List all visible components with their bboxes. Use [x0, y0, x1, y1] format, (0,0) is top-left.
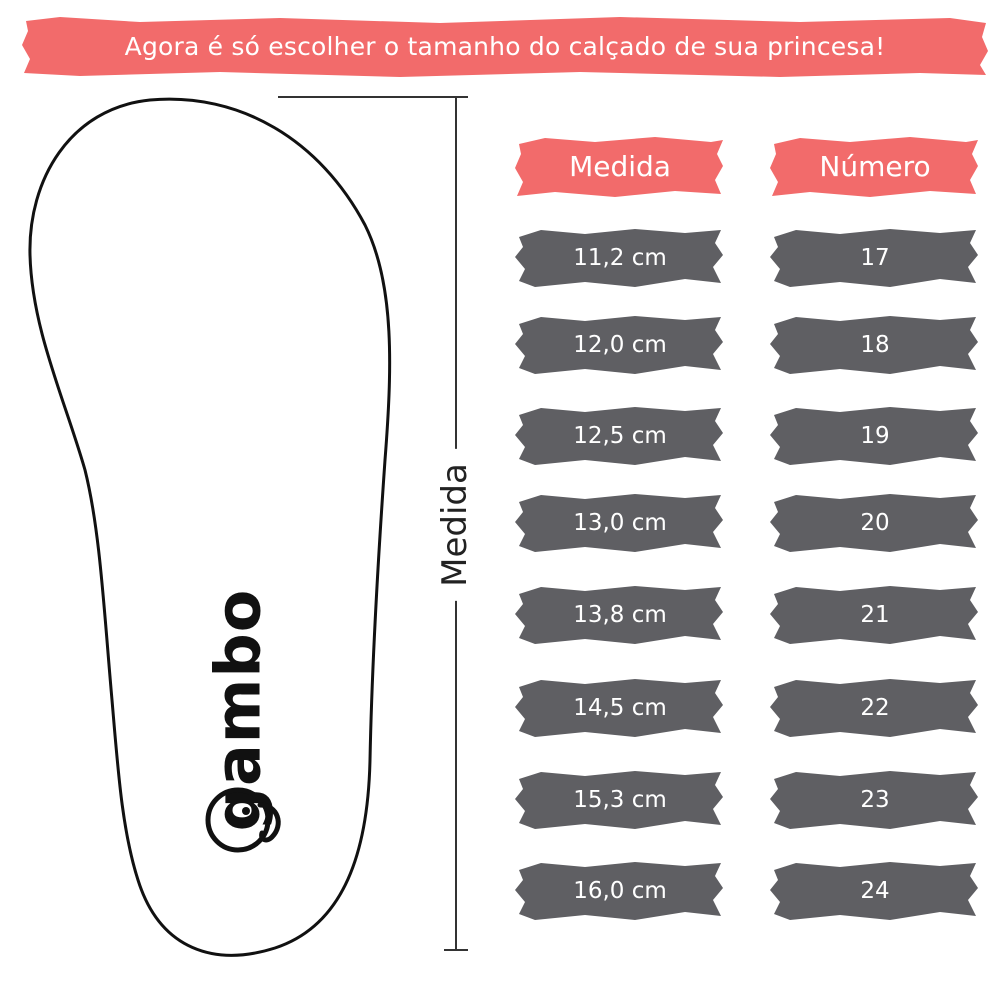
- size-cell-medida: 12,0 cm: [515, 314, 725, 376]
- size-cell-medida: 12,5 cm: [515, 405, 725, 467]
- size-cell-numero: 21: [770, 584, 980, 646]
- size-measure-text: 13,8 cm: [573, 602, 667, 628]
- size-cell-medida: 14,5 cm: [515, 677, 725, 739]
- size-cell-medida: 11,2 cm: [515, 227, 725, 289]
- size-number-text: 18: [860, 332, 890, 358]
- size-cell-medida: 13,0 cm: [515, 492, 725, 554]
- size-cell-numero: 22: [770, 677, 980, 739]
- size-number-text: 23: [860, 787, 890, 813]
- column-header-medida: Medida: [515, 136, 725, 198]
- column-header-numero: Número: [770, 136, 980, 198]
- size-cell-numero: 23: [770, 769, 980, 831]
- size-number-text: 24: [860, 878, 890, 904]
- size-measure-text: 12,0 cm: [573, 332, 667, 358]
- size-number-text: 19: [860, 423, 890, 449]
- size-measure-text: 11,2 cm: [573, 245, 667, 271]
- size-measure-text: 12,5 cm: [573, 423, 667, 449]
- size-cell-medida: 13,8 cm: [515, 584, 725, 646]
- size-cell-numero: 20: [770, 492, 980, 554]
- brush-stroke-background: [22, 17, 988, 77]
- size-number-text: 17: [860, 245, 890, 271]
- size-measure-text: 14,5 cm: [573, 695, 667, 721]
- title-banner: Agora é só escolher o tamanho do calçado…: [20, 15, 990, 79]
- size-number-text: 22: [860, 695, 890, 721]
- size-measure-text: 13,0 cm: [573, 510, 667, 536]
- insole-outline: [28, 97, 392, 957]
- banner-title: Agora é só escolher o tamanho do calçado…: [124, 32, 886, 61]
- size-measure-text: 15,3 cm: [573, 787, 667, 813]
- measure-axis-label: Medida: [435, 449, 475, 601]
- size-number-text: 20: [860, 510, 890, 536]
- size-cell-medida: 15,3 cm: [515, 769, 725, 831]
- size-cell-numero: 19: [770, 405, 980, 467]
- size-cell-numero: 18: [770, 314, 980, 376]
- size-measure-text: 16,0 cm: [573, 878, 667, 904]
- size-cell-numero: 17: [770, 227, 980, 289]
- size-cell-numero: 24: [770, 860, 980, 922]
- size-number-text: 21: [860, 602, 890, 628]
- elephant-logo-icon: [205, 787, 281, 853]
- size-cell-medida: 16,0 cm: [515, 860, 725, 922]
